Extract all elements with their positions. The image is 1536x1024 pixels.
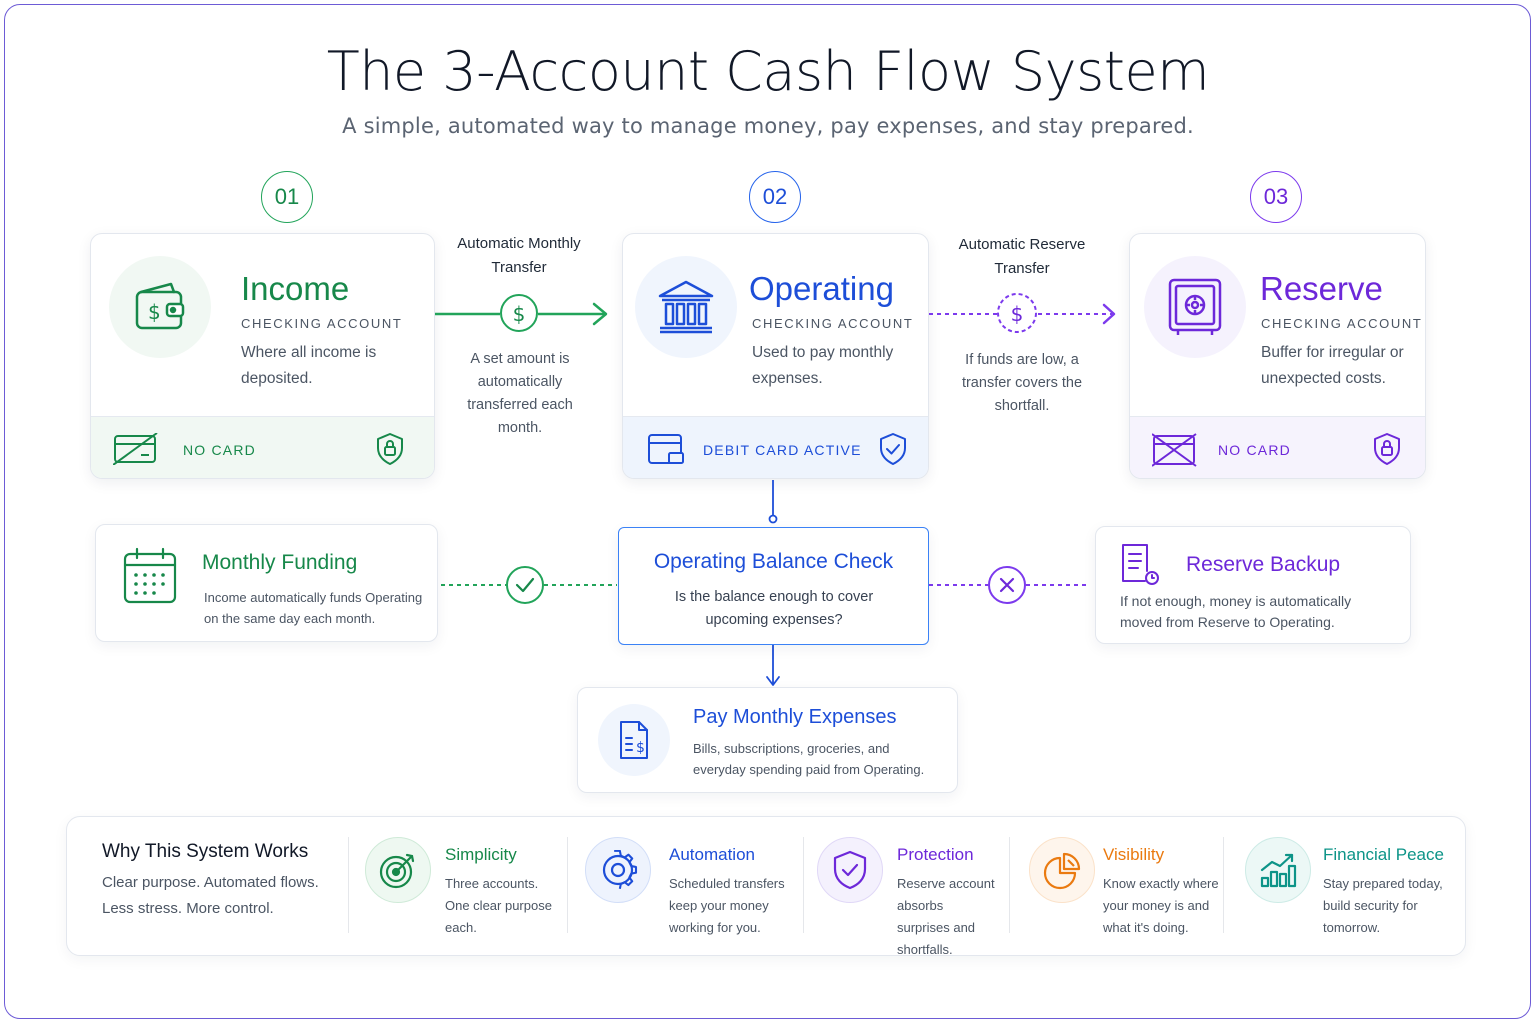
- reserve-transfer-note: If funds are low, a transfer covers the …: [961, 352, 1083, 414]
- card-status-bar: NO CARD: [91, 416, 434, 478]
- growth-chart-icon: [1245, 837, 1311, 903]
- income-account-card[interactable]: $ Income CHECKING ACCOUNT Where all inco…: [90, 233, 435, 479]
- pie-chart-icon: [1029, 837, 1095, 903]
- shield-lock-icon: [375, 432, 405, 471]
- feature-title: Protection: [897, 845, 974, 864]
- monthly-transfer-arrow: $: [435, 294, 608, 332]
- bill-document-icon: $: [598, 704, 670, 776]
- gear-icon: [585, 837, 651, 903]
- card-status-label: NO CARD: [183, 442, 256, 458]
- svg-text:$: $: [513, 302, 526, 326]
- account-description: Where all income is deposited.: [241, 344, 377, 387]
- account-kind: CHECKING ACCOUNT: [752, 316, 914, 331]
- feature-title: Visibility: [1103, 845, 1165, 864]
- feature-desc: Stay prepared today, build security for …: [1323, 876, 1443, 935]
- card-status-bar: DEBIT CARD ACTIVE: [623, 416, 928, 478]
- card-status-bar: NO CARD: [1130, 416, 1425, 478]
- account-description: Used to pay monthly expenses.: [752, 344, 894, 387]
- target-icon: [365, 837, 431, 903]
- card-status-label: DEBIT CARD ACTIVE: [703, 442, 862, 458]
- reserve-transfer-label: Automatic Reserve Transfer: [958, 236, 1086, 277]
- card-status-label: NO CARD: [1218, 442, 1291, 458]
- operating-to-check-line: [768, 480, 778, 524]
- shield-check-icon: [878, 432, 908, 471]
- card-crossed-icon: [1151, 433, 1198, 472]
- reserve-backup-box: Reserve Backup If not enough, money is a…: [1095, 526, 1411, 644]
- reserve-backup-desc: If not enough, money is automatically mo…: [1120, 593, 1352, 630]
- feature-title: Automation: [669, 845, 755, 864]
- monthly-transfer-note: A set amount is automatically transferre…: [467, 351, 573, 436]
- feature-desc: Three accounts. One clear purpose each.: [445, 876, 552, 935]
- safe-vault-icon: [1144, 256, 1246, 358]
- check-to-pay-arrow: [766, 645, 780, 686]
- reserve-backup-title: Reserve Backup: [1186, 553, 1341, 576]
- monthly-funding-box: Monthly Funding Income automatically fun…: [95, 524, 438, 642]
- account-name: Reserve: [1260, 270, 1383, 307]
- card-crossed-icon: [112, 432, 159, 470]
- svg-text:$: $: [1011, 302, 1024, 326]
- monthly-funding-desc: Income automatically funds Operating on …: [204, 590, 423, 626]
- pay-expenses-box: $ Pay Monthly Expenses Bills, subscripti…: [577, 687, 958, 793]
- account-name: Income: [241, 270, 350, 307]
- step-badge-03: 03: [1250, 171, 1302, 223]
- balance-check-title: Operating Balance Check: [653, 550, 894, 573]
- why-title: Why This System Works: [102, 841, 309, 862]
- document-clock-icon: [1120, 542, 1160, 591]
- pay-expenses-title: Pay Monthly Expenses: [693, 706, 897, 728]
- feature-desc: Reserve account absorbs surprises and sh…: [897, 876, 995, 957]
- svg-text:$: $: [636, 740, 645, 756]
- operating-account-card[interactable]: Operating CHECKING ACCOUNT Used to pay m…: [622, 233, 929, 479]
- reserve-account-card[interactable]: Reserve CHECKING ACCOUNT Buffer for irre…: [1129, 233, 1426, 479]
- why-desc: Clear purpose. Automated flows. Less str…: [102, 874, 319, 917]
- feature-desc: Scheduled transfers keep your money work…: [669, 876, 785, 935]
- calendar-icon: [122, 547, 178, 610]
- backup-check-connector: [929, 566, 1090, 604]
- debit-card-icon: [647, 433, 687, 472]
- reserve-transfer-arrow: $: [929, 293, 1116, 333]
- balance-check-box: Operating Balance Check Is the balance e…: [618, 527, 929, 645]
- step-badge-01: 01: [261, 171, 313, 223]
- account-description: Buffer for irregular or unexpected costs…: [1261, 344, 1404, 387]
- funding-check-connector: [441, 566, 617, 604]
- page-subtitle: A simple, automated way to manage money,…: [342, 114, 1194, 138]
- bank-building-icon: [635, 256, 737, 358]
- feature-title: Financial Peace: [1323, 845, 1444, 864]
- monthly-transfer-label: Automatic Monthly Transfer: [457, 235, 581, 276]
- account-name: Operating: [749, 270, 894, 307]
- shield-lock-icon: [1372, 432, 1402, 471]
- feature-desc: Know exactly where your money is and wha…: [1103, 876, 1219, 935]
- page-title: The 3-Account Cash Flow System: [326, 40, 1210, 103]
- feature-title: Simplicity: [445, 845, 517, 864]
- account-kind: CHECKING ACCOUNT: [241, 316, 403, 331]
- shield-check-icon: [817, 837, 883, 903]
- balance-check-desc: Is the balance enough to cover upcoming …: [674, 589, 874, 628]
- why-system-works-panel: Why This System Works Clear purpose. Aut…: [66, 816, 1466, 957]
- pay-expenses-desc: Bills, subscriptions, groceries, and eve…: [693, 741, 925, 777]
- wallet-dollar-icon: $: [109, 256, 211, 358]
- monthly-funding-title: Monthly Funding: [202, 551, 358, 574]
- account-kind: CHECKING ACCOUNT: [1261, 316, 1423, 331]
- svg-text:$: $: [148, 300, 161, 324]
- step-badge-02: 02: [749, 171, 801, 223]
